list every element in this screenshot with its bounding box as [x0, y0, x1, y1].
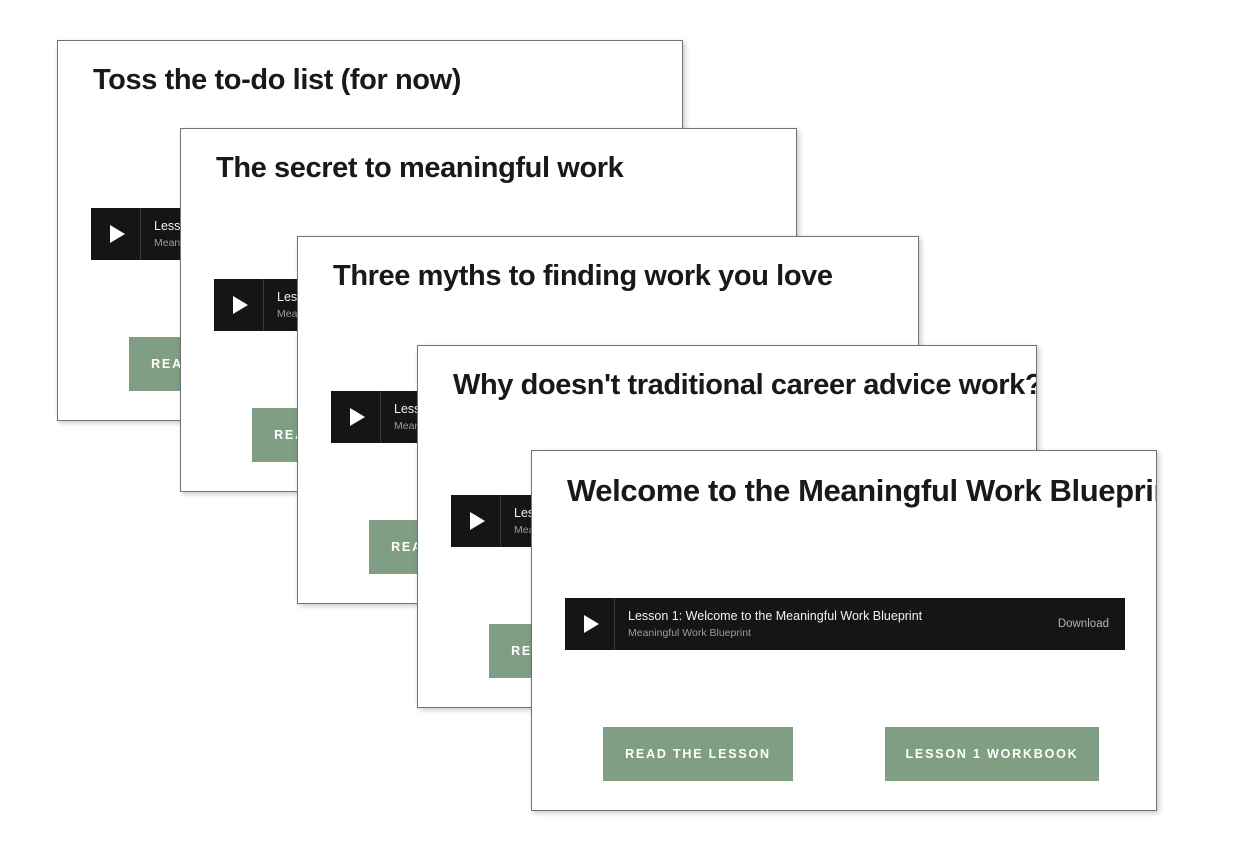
video-meta: Lesson 1: Welcome to the Meaningful Work… [615, 598, 1058, 650]
play-icon[interactable] [214, 279, 264, 331]
card-title: Welcome to the Meaningful Work Blueprint [567, 473, 1157, 508]
video-player-bar[interactable]: Lesson 1: Welcome to the Meaningful Work… [565, 598, 1125, 650]
play-icon[interactable] [331, 391, 381, 443]
play-icon[interactable] [451, 495, 501, 547]
video-subtitle: Meaningful Work Blueprint [628, 626, 751, 639]
video-title: Lesson 1: Welcome to the Meaningful Work… [628, 608, 923, 623]
card-title: Toss the to-do list (for now) [93, 64, 462, 96]
read-the-lesson-button[interactable]: READ THE LESSON [603, 727, 793, 781]
download-link[interactable]: Download [1057, 618, 1109, 630]
play-icon[interactable] [565, 598, 615, 650]
card-title: Why doesn't traditional career advice wo… [453, 369, 1037, 401]
lesson-card[interactable]: Welcome to the Meaningful Work Blueprint… [531, 450, 1157, 811]
card-title: The secret to meaningful work [216, 152, 624, 184]
play-icon[interactable] [91, 208, 141, 260]
workbook-button[interactable]: LESSON 1 WORKBOOK [885, 727, 1099, 781]
card-title: Three myths to finding work you love [333, 260, 833, 292]
